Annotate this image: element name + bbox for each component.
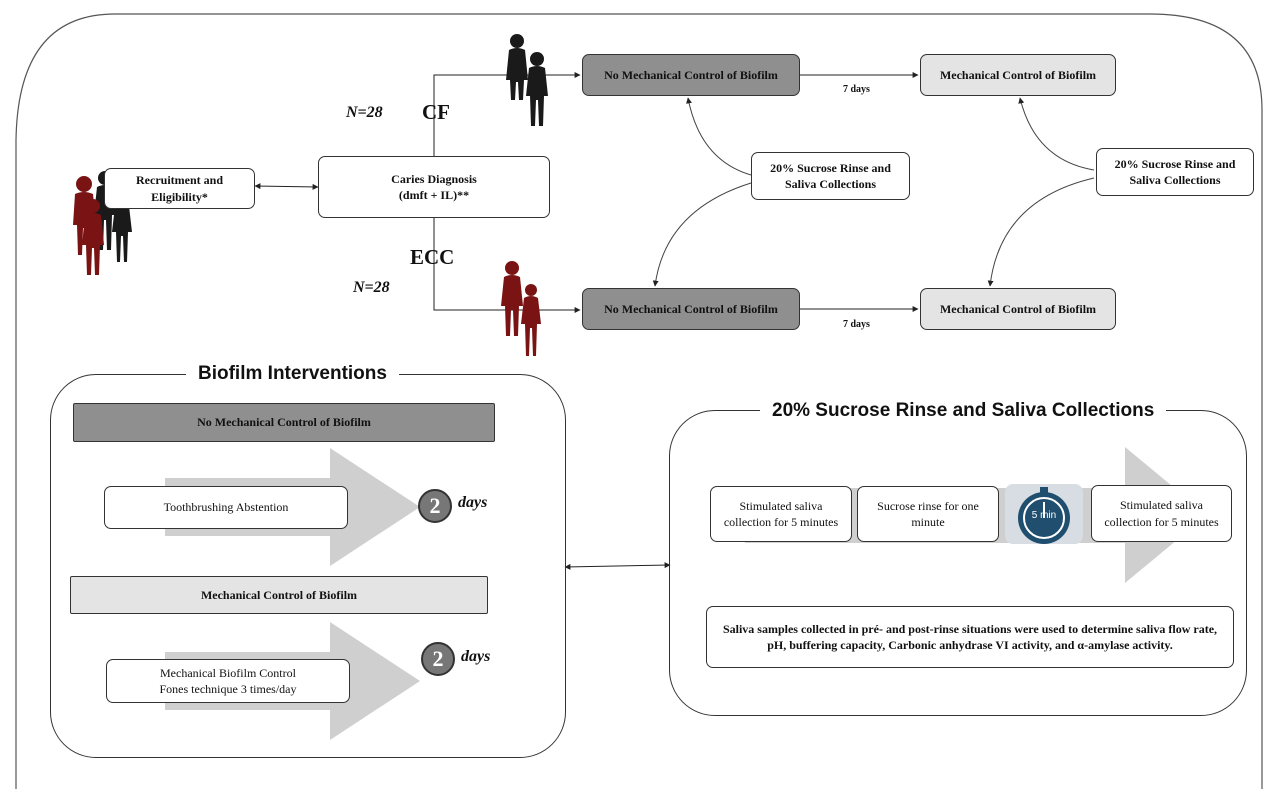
- cf-branch-line: [433, 72, 581, 156]
- days-word-2: days: [461, 648, 491, 665]
- rinse-step-3-box: Stimulated saliva collection for 5 minut…: [1091, 485, 1232, 542]
- mech-header: Mechanical Control of Biofilm: [70, 576, 488, 614]
- cf-mech-box: Mechanical Control of Biofilm: [920, 54, 1116, 96]
- cf-sample-size: N=28: [346, 104, 383, 121]
- ecc-sample-size: N=28: [353, 279, 390, 296]
- diagnosis-line2: (dmft + IL)**: [398, 188, 470, 202]
- mech-control-line1: Mechanical Biofilm Control: [160, 665, 296, 680]
- abstention-text: Toothbrushing Abstention: [163, 500, 289, 515]
- rinse-step-1-text: Stimulated saliva collection for 5 minut…: [723, 498, 839, 529]
- abstention-box: Toothbrushing Abstention: [104, 486, 348, 529]
- biofilm-panel-title: Biofilm Interventions: [186, 363, 399, 385]
- no-mech-header: No Mechanical Control of Biofilm: [73, 403, 495, 442]
- ecc-days-label: 7 days: [843, 319, 870, 330]
- timer-label: 5 min: [1031, 510, 1057, 521]
- ecc-mech-text: Mechanical Control of Biofilm: [939, 301, 1097, 316]
- ecc-no-mech-text: No Mechanical Control of Biofilm: [604, 301, 778, 316]
- rinse2-to-cf-arrow: [1018, 97, 1095, 171]
- outer-frame: [15, 13, 1263, 789]
- rinse-box-2: 20% Sucrose Rinse and Saliva Collections: [1096, 148, 1254, 196]
- cf-people-figure: [506, 34, 548, 126]
- days-word-1: days: [458, 494, 488, 511]
- rinse-box-1-text: 20% Sucrose Rinse and Saliva Collections: [770, 160, 891, 191]
- cf-mech-text: Mechanical Control of Biofilm: [939, 67, 1097, 82]
- rinse-step-1-box: Stimulated saliva collection for 5 minut…: [710, 486, 852, 542]
- rinse-box-1: 20% Sucrose Rinse and Saliva Collections: [751, 152, 910, 200]
- cf-arm-label: CF: [422, 100, 450, 124]
- rinse2-to-ecc-arrow: [987, 177, 1095, 287]
- cf-days-label: 7 days: [843, 84, 870, 95]
- mech-header-text: Mechanical Control of Biofilm: [200, 587, 358, 602]
- ecc-people-figure: [501, 261, 541, 356]
- ecc-arm-label: ECC: [410, 245, 455, 269]
- saliva-note-box: Saliva samples collected in pré- and pos…: [706, 606, 1234, 668]
- rinse-box-2-text: 20% Sucrose Rinse and Saliva Collections: [1114, 156, 1236, 187]
- recruitment-text: Recruitment and Eligibility*: [136, 173, 223, 204]
- saliva-note-text: Saliva samples collected in pré- and pos…: [722, 621, 1218, 652]
- rinse1-to-cf-arrow: [686, 97, 752, 176]
- recruitment-diagnosis-connector: [254, 183, 319, 190]
- ecc-mech-box: Mechanical Control of Biofilm: [920, 288, 1116, 330]
- no-mech-header-text: No Mechanical Control of Biofilm: [197, 415, 371, 430]
- mech-control-line2: Fones technique 3 times/day: [159, 682, 297, 696]
- rinse1-to-ecc-arrow: [652, 182, 752, 287]
- rinse-panel-title: 20% Sucrose Rinse and Saliva Collections: [760, 400, 1167, 422]
- rinse-step-2-text: Sucrose rinse for one minute: [877, 498, 979, 529]
- ecc-no-mech-box: No Mechanical Control of Biofilm: [582, 288, 800, 330]
- panels-connector: [564, 562, 671, 570]
- timer-icon: [1005, 484, 1083, 544]
- diagnosis-line1: Caries Diagnosis: [391, 171, 477, 186]
- rinse-step-3-text: Stimulated saliva collection for 5 minut…: [1104, 498, 1219, 529]
- caries-diagnosis-box: Caries Diagnosis (dmft + IL)**: [318, 156, 550, 218]
- cf-no-mech-text: No Mechanical Control of Biofilm: [604, 67, 778, 82]
- mech-control-box: Mechanical Biofilm Control Fones techniq…: [106, 659, 350, 703]
- recruitment-box: Recruitment and Eligibility*: [104, 168, 255, 209]
- rinse-step-2-box: Sucrose rinse for one minute: [857, 486, 999, 542]
- sucrose-rinse-panel: [669, 410, 1247, 716]
- days-count-circle-1: 2: [418, 489, 452, 523]
- days-count-circle-2: 2: [421, 642, 455, 676]
- cf-no-mech-box: No Mechanical Control of Biofilm: [582, 54, 800, 96]
